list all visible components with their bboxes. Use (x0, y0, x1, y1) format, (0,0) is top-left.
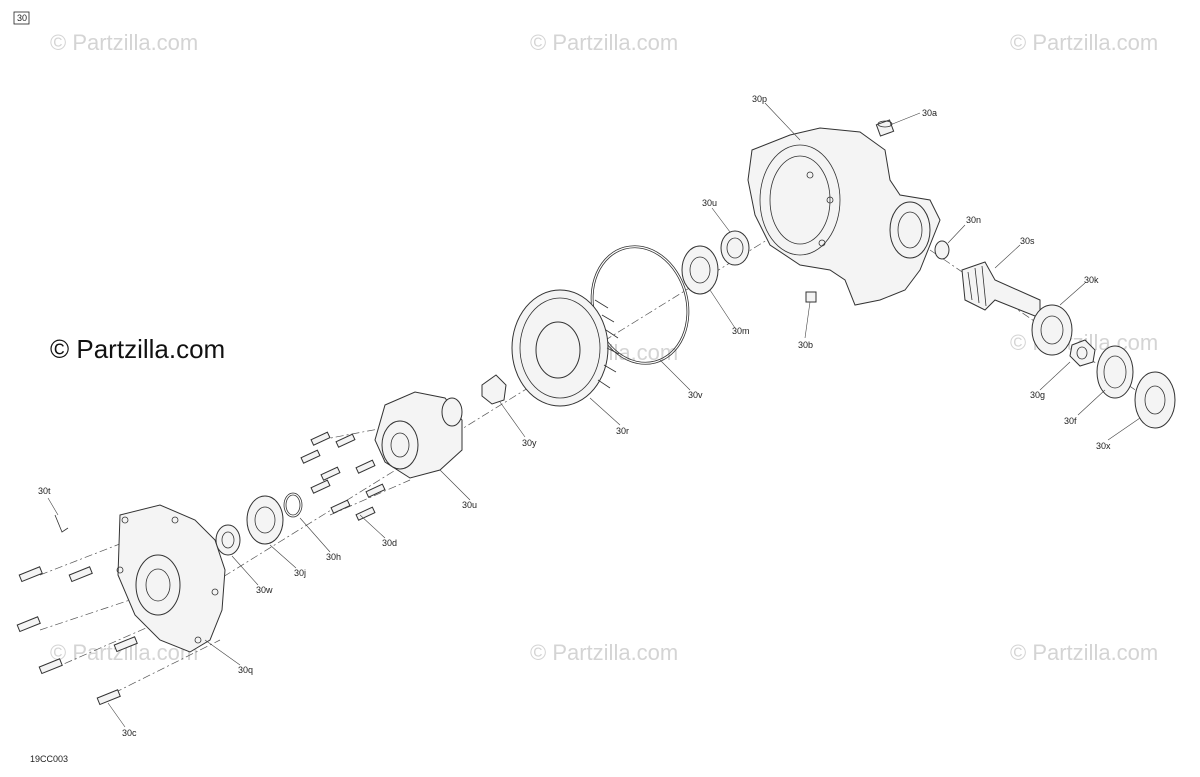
part-bearing-30k (1031, 304, 1073, 356)
leader-lines (47, 102, 1141, 728)
part-bolts-30c (16, 566, 138, 706)
part-drain-30b (805, 291, 817, 303)
part-bearing-30j (246, 495, 284, 545)
part-differential-30u (374, 391, 463, 479)
figure-number: 30 (17, 13, 27, 23)
callout-30h: 30h (326, 552, 341, 562)
part-retainer-30f (1096, 345, 1134, 399)
part-pinion-30s (961, 261, 1041, 319)
figure-number-box: 30 (13, 11, 30, 25)
watermark: © Partzilla.com (1010, 640, 1158, 665)
watermark: © Partzilla.com (530, 640, 678, 665)
callout-30k: 30k (1084, 275, 1099, 285)
part-cover-30q (116, 504, 226, 653)
watermark: © Partzilla.com (1010, 30, 1158, 55)
part-ring-30h (283, 492, 303, 518)
callout-30x: 30x (1096, 441, 1111, 451)
part-vent-30t (54, 514, 69, 533)
callout-30p: 30p (752, 94, 767, 104)
callout-30c: 30c (122, 728, 137, 738)
watermark-large: © Partzilla.com (50, 334, 225, 364)
part-bearing-30m (681, 245, 719, 295)
callout-30y: 30y (522, 438, 537, 448)
callout-30t: 30t (38, 486, 51, 496)
callout-30w: 30w (256, 585, 273, 595)
callout-30a: 30a (922, 108, 937, 118)
callout-30q: 30q (238, 665, 253, 675)
callout-30b: 30b (798, 340, 813, 350)
part-bushing-30n (934, 240, 950, 260)
callout-30s: 30s (1020, 236, 1035, 246)
callout-30v: 30v (688, 390, 703, 400)
part-seal-30u-top (720, 230, 750, 266)
part-nut-30g (1069, 339, 1096, 367)
callout-30g: 30g (1030, 390, 1045, 400)
diagram-code: 19CC003 (30, 754, 68, 764)
watermark: © Partzilla.com (50, 30, 198, 55)
part-clip-30y (481, 374, 507, 405)
part-seal-30x (1134, 371, 1176, 429)
part-seal-30w (215, 524, 241, 556)
callout-30m: 30m (732, 326, 750, 336)
callout-30d: 30d (382, 538, 397, 548)
callout-30u-top: 30u (702, 198, 717, 208)
watermark: © Partzilla.com (530, 30, 678, 55)
callout-30j: 30j (294, 568, 306, 578)
part-ring-gear-30r (511, 289, 620, 407)
callout-30n: 30n (966, 215, 981, 225)
callout-30r: 30r (616, 426, 629, 436)
callout-30u-bottom: 30u (462, 500, 477, 510)
callout-labels: 30p 30a 30u 30n 30s 30k 30m 30b 30v 30r … (38, 94, 1111, 738)
part-housing-30p (747, 127, 941, 306)
callout-30f: 30f (1064, 416, 1077, 426)
part-bolts-30d (300, 431, 386, 521)
part-plug-30a (875, 119, 895, 137)
